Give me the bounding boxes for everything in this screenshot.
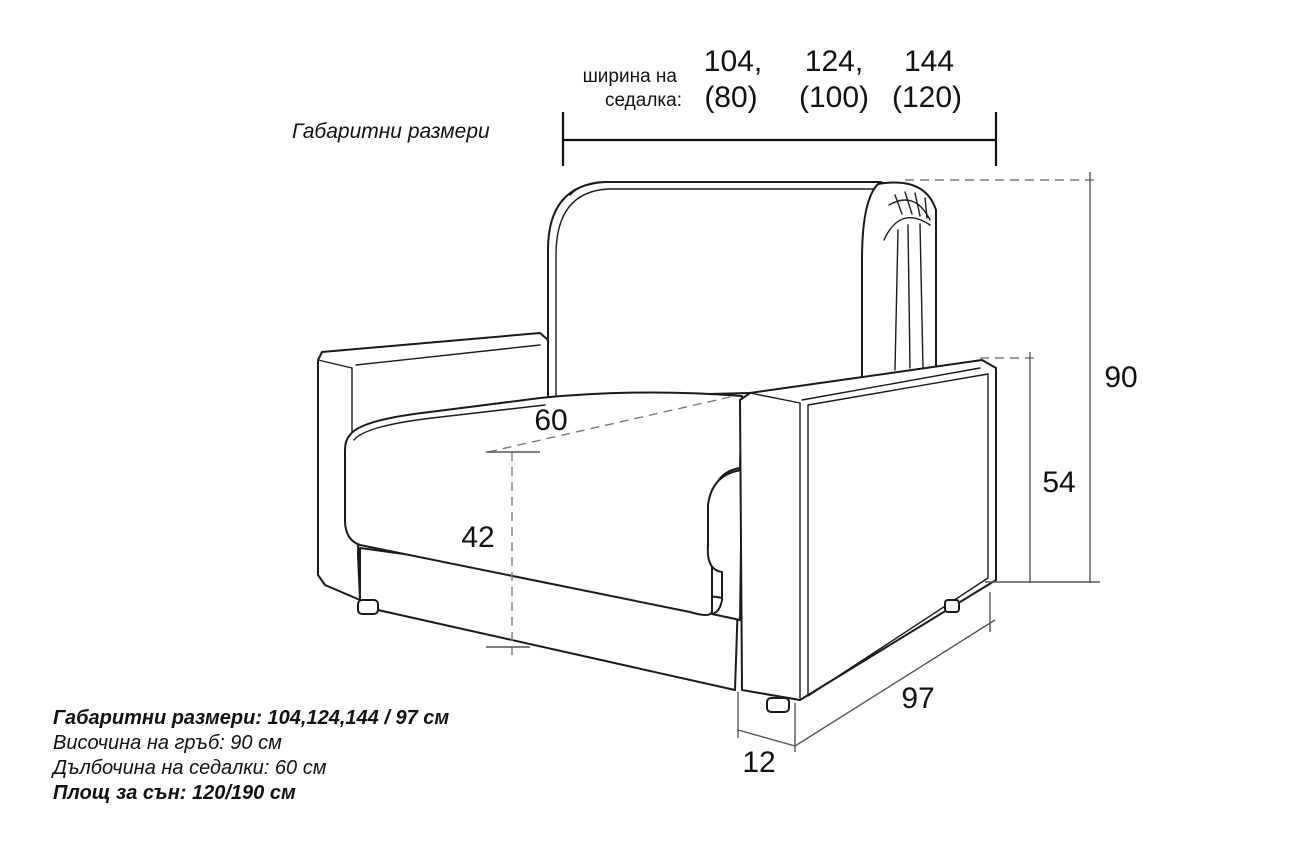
note-overall-dimensions: Габаритни размери: 104,124,144 / 97 см bbox=[53, 707, 450, 729]
total-width-2: 124, bbox=[805, 45, 863, 78]
seat-height-value: 42 bbox=[461, 521, 494, 554]
seat-depth-value: 60 bbox=[534, 404, 567, 437]
back-right-leg bbox=[944, 599, 960, 613]
dimension-guides bbox=[486, 172, 1100, 752]
note-seat-depth: Дълбочина на седалки: 60 см bbox=[53, 757, 327, 779]
armrest-height-value: 54 bbox=[1042, 466, 1075, 499]
armchair-outline bbox=[317, 181, 997, 713]
note-sleeping-area: Площ за сън: 120/190 см bbox=[53, 782, 296, 804]
front-right-leg bbox=[766, 697, 790, 713]
seat-width-1: (80) bbox=[704, 81, 757, 114]
front-left-leg bbox=[357, 599, 379, 615]
specification-notes: Габаритни размери: 104,124,144 / 97 см В… bbox=[53, 706, 449, 806]
back-height-value: 90 bbox=[1104, 361, 1137, 394]
seat-width-2: (100) bbox=[799, 81, 869, 114]
overall-dimensions-label: Габаритни размери bbox=[292, 120, 490, 143]
seat-width-3: (120) bbox=[892, 81, 962, 114]
seat-width-label-line1: ширина на bbox=[583, 66, 678, 87]
note-back-height: Височина на гръб: 90 см bbox=[53, 732, 282, 754]
seat-width-label-line2: седалка: bbox=[605, 90, 682, 111]
total-width-1: 104, bbox=[704, 45, 762, 78]
width-dimension-line bbox=[561, 112, 998, 166]
depth-value: 97 bbox=[901, 682, 934, 715]
total-width-3: 144 bbox=[904, 45, 954, 78]
armrest-width-value: 12 bbox=[742, 746, 775, 779]
